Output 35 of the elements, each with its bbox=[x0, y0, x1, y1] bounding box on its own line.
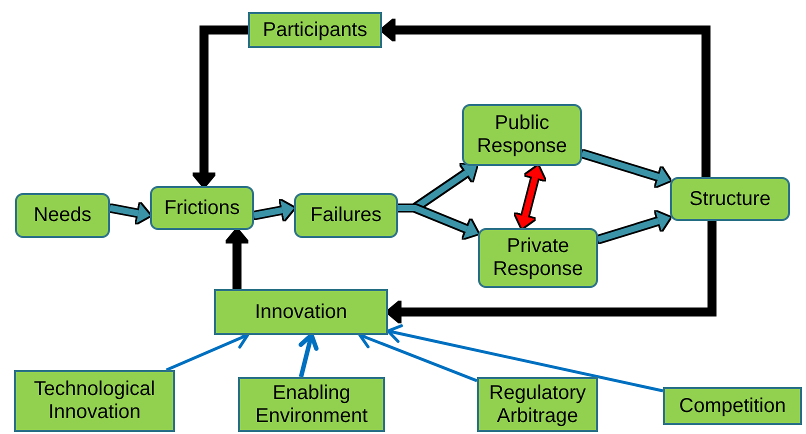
box-label: Frictions bbox=[164, 196, 240, 220]
box-label: Public Response bbox=[476, 112, 568, 158]
process-box bbox=[14, 370, 175, 432]
process-box bbox=[462, 104, 582, 166]
arrow bbox=[386, 324, 664, 392]
process-box bbox=[248, 12, 382, 48]
arrow bbox=[382, 20, 709, 177]
arrow bbox=[194, 27, 248, 186]
arrow bbox=[109, 203, 150, 224]
process-box bbox=[670, 177, 790, 221]
double-arrow bbox=[515, 166, 545, 228]
process-box bbox=[238, 377, 385, 432]
arrow bbox=[388, 221, 715, 322]
box-label: Failures bbox=[310, 204, 382, 227]
process-box bbox=[150, 186, 254, 230]
box-label: Private Response bbox=[492, 235, 584, 281]
box-label: Regulatory Arbitrage bbox=[488, 382, 587, 428]
process-box bbox=[663, 387, 802, 425]
process-box bbox=[478, 228, 598, 288]
process-box bbox=[214, 289, 388, 335]
process-box bbox=[15, 193, 110, 238]
box-label: Needs bbox=[34, 204, 92, 227]
process-box bbox=[294, 193, 398, 238]
box-label: Structure bbox=[689, 188, 771, 210]
box-label: Innovation bbox=[254, 300, 348, 324]
box-label: Participants bbox=[262, 18, 368, 42]
arrow bbox=[227, 230, 247, 289]
arrow bbox=[581, 150, 670, 187]
arrow bbox=[597, 211, 670, 242]
box-label: Enabling Environment bbox=[254, 382, 369, 428]
box-label: Competition bbox=[679, 394, 786, 418]
arrow bbox=[253, 200, 294, 220]
arrow bbox=[298, 332, 319, 378]
process-box bbox=[477, 377, 598, 432]
box-label: Technological Innovation bbox=[32, 378, 156, 424]
